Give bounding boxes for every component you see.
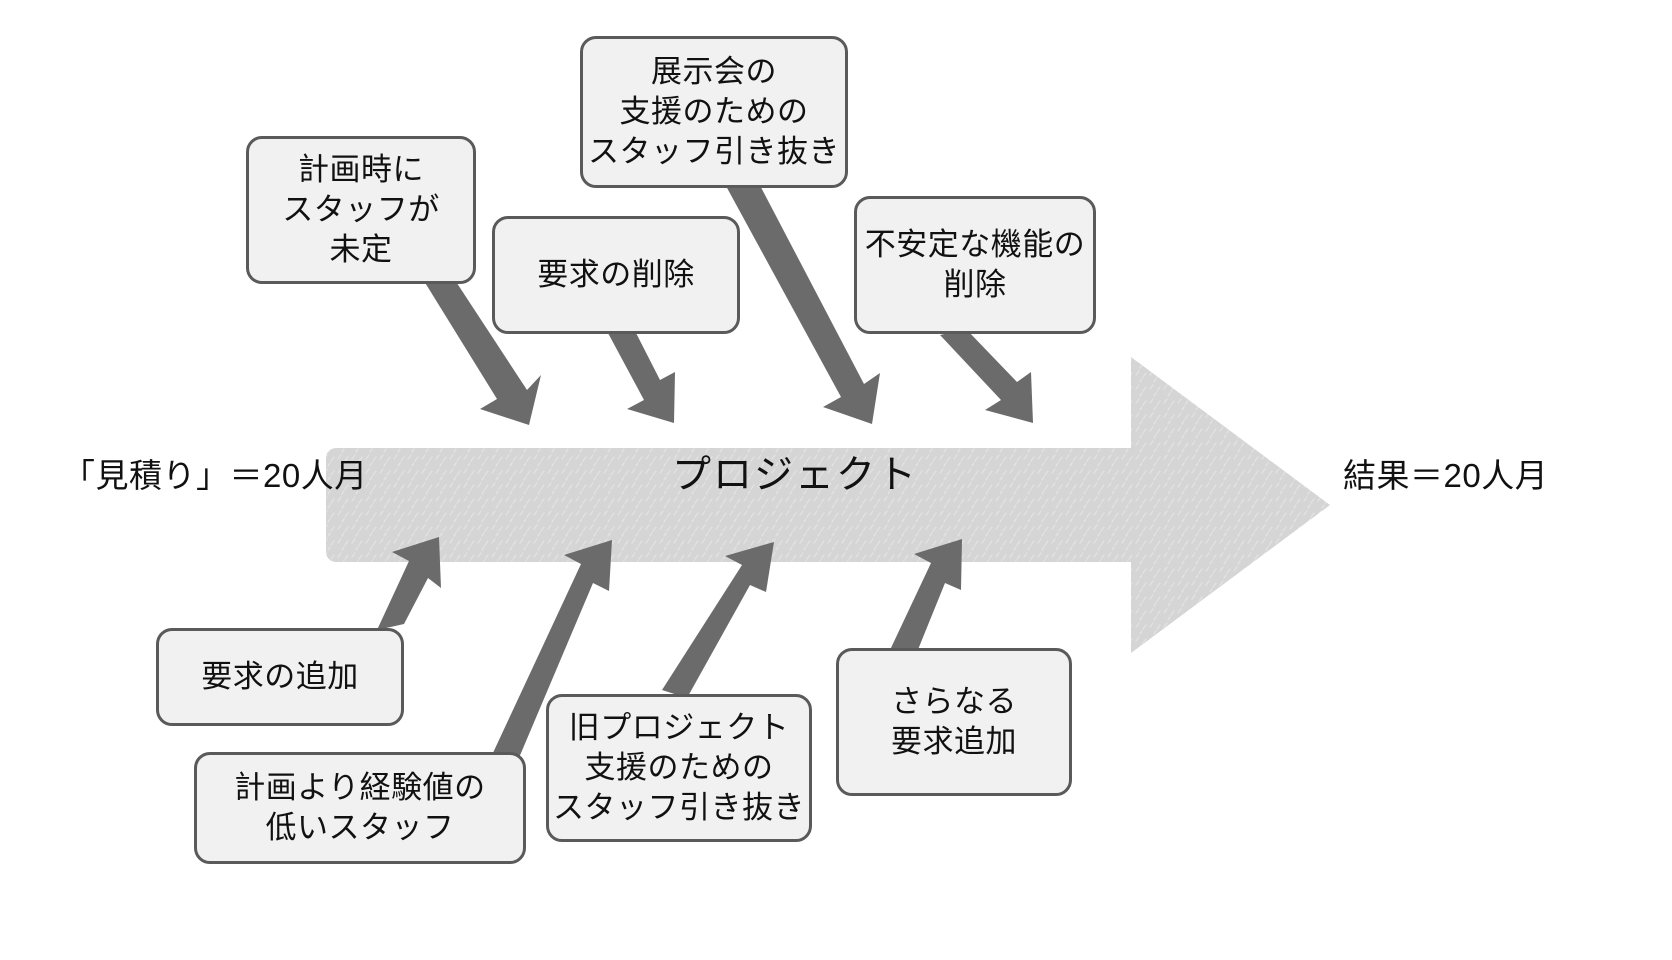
node-further-requirement-addition[interactable]: さらなる 要求追加 [836,648,1072,796]
node-old-project-staff-pull[interactable]: 旧プロジェクト 支援のための スタッフ引き抜き [546,694,812,842]
node-requirement-removal[interactable]: 要求の削除 [492,216,740,334]
connector-requirement-removal [608,329,675,423]
connector-expo-staff-pull [726,174,880,424]
node-lower-experience-staff[interactable]: 計画より経験値の 低いスタッフ [194,752,526,864]
connector-further-requirement-addition [890,539,962,657]
node-plan-staff-undecided[interactable]: 計画時に スタッフが 未定 [246,136,476,284]
node-requirement-addition[interactable]: 要求の追加 [156,628,404,726]
big-process-arrow [326,357,1330,653]
node-unstable-feature-removal[interactable]: 不安定な機能の 削除 [854,196,1096,334]
connector-lower-experience-staff [485,540,612,779]
node-expo-staff-pull[interactable]: 展示会の 支援のための スタッフ引き抜き [580,36,848,188]
connector-old-project-staff-pull [662,542,774,698]
big-arrow-center-label: プロジェクト [672,454,919,497]
connector-plan-staff-undecided [424,271,541,425]
estimate-label: 「見積り」＝20人月 [62,457,368,494]
connector-requirement-addition [377,537,441,630]
connector-unstable-feature-removal [940,329,1033,423]
result-label: 結果＝20人月 [1343,457,1549,494]
